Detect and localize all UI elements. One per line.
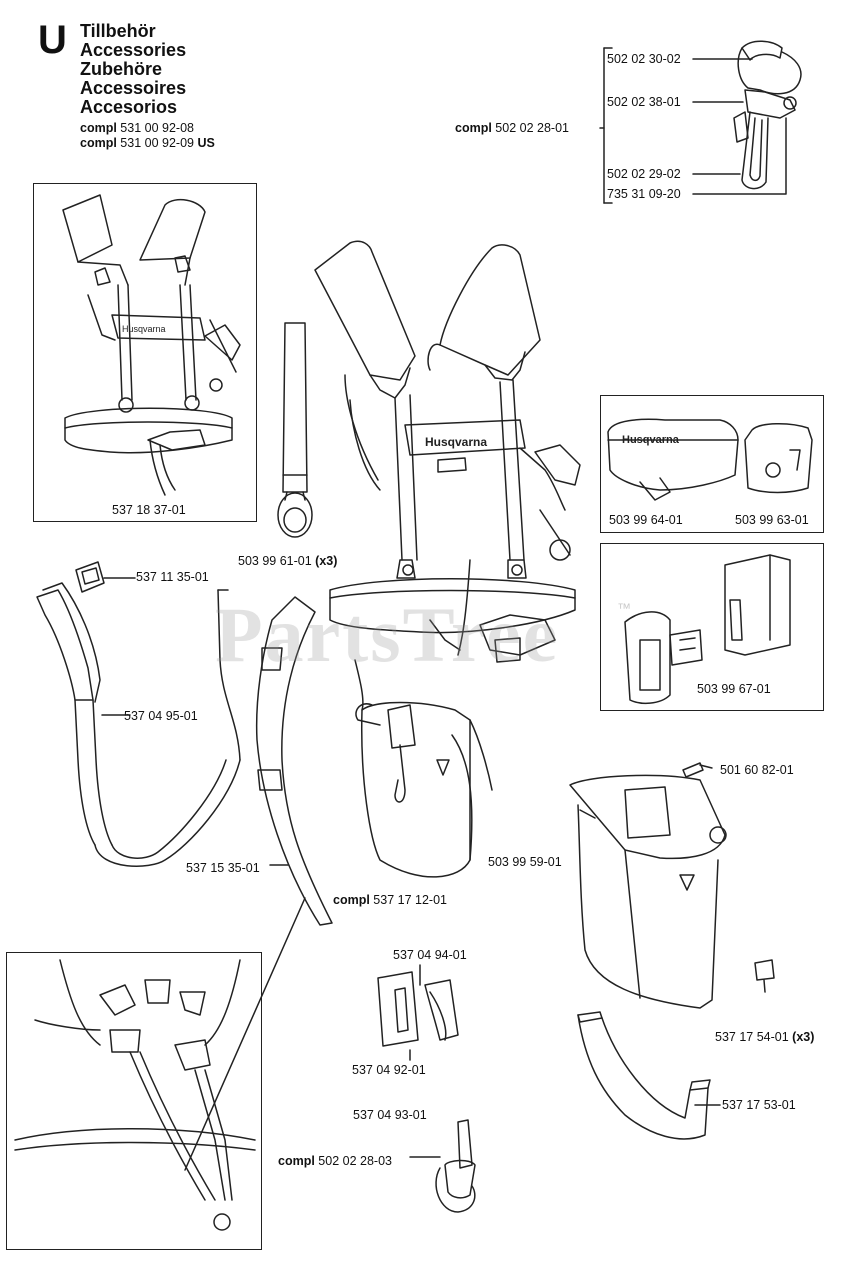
part-label-compl-537-17-12-01: compl 537 17 12-01 [333,893,447,907]
section-titles: Tillbehör Accessories Zubehöre Accessoir… [80,22,186,117]
hook-assembly-leaders [692,58,787,195]
part-label-502-02-30-02: 502 02 30-02 [607,52,681,66]
clip-parts-art [377,964,459,1061]
part-label-537-04-95-01: 537 04 95-01 [124,709,198,723]
inset-strap-detail-art [14,959,256,1231]
rivet-art [682,762,713,778]
svg-text:Husqvarna: Husqvarna [425,435,487,449]
title-swedish: Tillbehör [80,21,156,41]
hook-art [409,1119,476,1213]
svg-text:Husqvarna: Husqvarna [622,434,680,446]
part-label-537-04-93-01: 537 04 93-01 [353,1108,427,1122]
part-label-502-02-29-02: 502 02 29-02 [607,167,681,181]
part-label-503-99-59-01: 503 99 59-01 [488,855,562,869]
compl-kit-line: compl 531 00 92-08 [80,121,194,135]
part-label-537-18-37-01: 537 18 37-01 [112,503,186,517]
title-german: Zubehöre [80,59,163,79]
inset-box-clip-parts [600,543,824,711]
hook-assembly-bracket [599,47,613,204]
part-label-735-31-09-20: 735 31 09-20 [607,187,681,201]
part-label-503-99-67-01: 503 99 67-01 [697,682,771,696]
part-label-compl-502-02-28-03: compl 502 02 28-03 [278,1154,392,1168]
title-english: Accessories [80,40,187,60]
main-harness-art: Husqvarna [314,240,581,878]
part-label-537-11-35-01: 537 11 35-01 [136,570,209,584]
title-french: Accessoires [80,78,187,98]
buckle-art [75,561,136,593]
part-label-503-99-63-01: 503 99 63-01 [735,513,809,527]
inset-box-cover-parts [600,395,824,533]
part-label-compl-502-02-28-01: compl 502 02 28-01 [455,121,569,135]
part-label-502-02-38-01: 502 02 38-01 [607,95,681,109]
inset-harness-art: Husqvarna [62,194,241,496]
part-label-537-15-35-01: 537 15 35-01 [186,861,260,875]
part-label-503-99-64-01: 503 99 64-01 [609,513,683,527]
part-label-537-04-94-01: 537 04 94-01 [393,948,467,962]
watermark-trademark: ™ [617,600,631,616]
title-spanish: Accesorios [80,97,178,117]
section-letter: U [38,18,67,62]
part-label-501-60-82-01: 501 60 82-01 [720,763,794,777]
shoulder-pad-art [36,582,241,867]
part-label-537-17-54-01: 537 17 54-01 (x3) [715,1030,815,1044]
inset-clip-parts-art [624,554,791,705]
inset-box-harness-overview [33,183,257,522]
screw-art [754,959,775,993]
loop-strap-art [277,322,313,538]
u-bracket-art [577,1011,721,1140]
inset-box-strap-detail [6,952,262,1250]
hook-assembly-art [733,40,802,190]
part-label-503-99-61-01: 503 99 61-01 (x3) [238,554,338,568]
compl-kit-list: compl 531 00 92-08 compl 531 00 92-09 US [80,121,215,151]
detail-leader-line [184,897,306,1171]
svg-text:Husqvarna: Husqvarna [122,324,166,334]
holder-art [569,774,727,1009]
watermark: PartsTree [215,591,560,678]
part-label-537-17-53-01: 537 17 53-01 [722,1098,796,1112]
compl-kit-line: compl 531 00 92-09 US [80,136,215,150]
belt-strap-art [255,596,333,926]
part-label-537-04-92-01: 537 04 92-01 [352,1063,426,1077]
inset-covers-art: Husqvarna [607,418,813,501]
